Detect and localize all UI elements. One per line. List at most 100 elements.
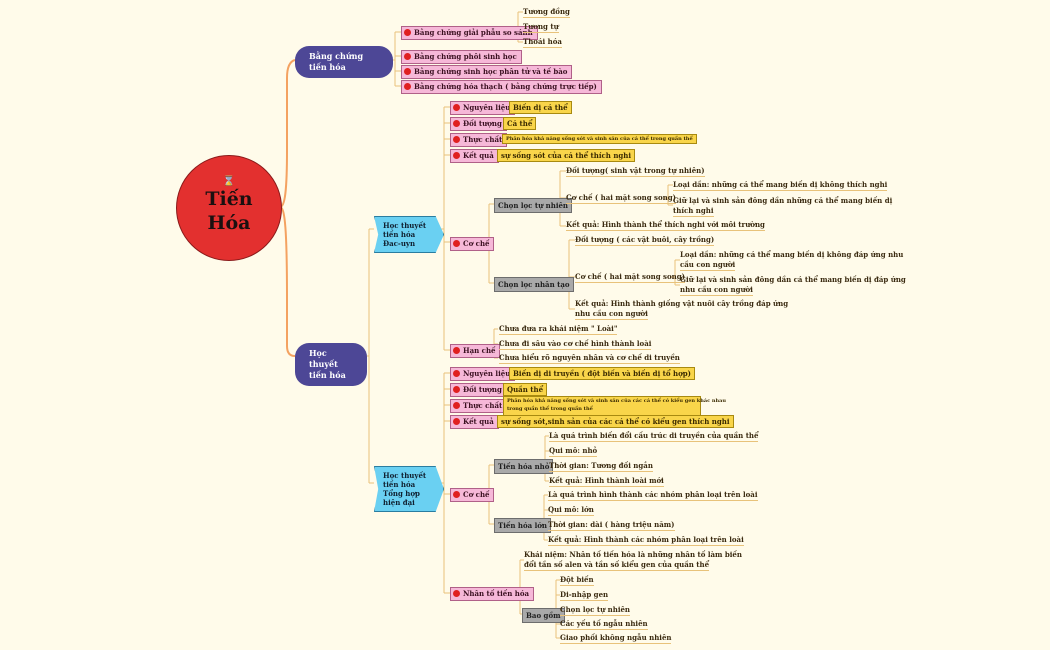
micro-definition[interactable]: Là quá trình biến đổi cấu trúc di truyền…	[549, 431, 759, 442]
macro-result[interactable]: Kết quả: Hình thành các nhóm phân loại t…	[548, 535, 744, 546]
microevolution-node[interactable]: Tiến hóa nhỏ	[494, 459, 554, 474]
bullet-icon	[453, 136, 460, 143]
bullet-icon	[453, 590, 460, 597]
modern-result[interactable]: Kết quả	[450, 415, 499, 429]
macro-scale[interactable]: Qui mô: lớn	[548, 505, 594, 516]
bullet-icon	[453, 386, 460, 393]
darwin-essence-value[interactable]: Phân hóa khả năng sống sót và sinh sản c…	[502, 134, 697, 144]
modern-mechanism[interactable]: Cơ chế	[450, 488, 495, 502]
evidence-molecular[interactable]: Bằng chứng sinh học phân tử và tế bào	[401, 65, 573, 79]
darwin-raw-material[interactable]: Nguyên liệu	[450, 101, 516, 115]
factor-natural-selection[interactable]: Chọn lọc tự nhiên	[560, 605, 631, 616]
natural-mech-retain-line2[interactable]: thích nghi	[673, 206, 714, 217]
darwin-essence-label: Thực chất	[463, 135, 503, 144]
modern-raw-material[interactable]: Nguyên liệu	[450, 367, 516, 381]
evidence-embryo-label: Bằng chứng phôi sinh học	[414, 52, 517, 61]
artificial-mech-eliminate-line1[interactable]: Loại dần: những cá thể mang biến dị khôn…	[680, 250, 904, 259]
darwin-object-value[interactable]: Cá thể	[503, 117, 537, 130]
limitation-species[interactable]: Chưa đưa ra khái niệm " Loài"	[499, 324, 618, 335]
artificial-mech-eliminate-line2[interactable]: cầu con người	[680, 260, 736, 271]
bullet-icon	[404, 68, 411, 75]
modern-essence-label: Thực chất	[463, 401, 503, 410]
darwin-theory-node[interactable]: Học thuyết tiến hóa Đac-uyn	[374, 216, 444, 253]
artificial-object[interactable]: Đối tượng ( các vật buôi, cây trồng)	[575, 235, 715, 246]
factors-include-node[interactable]: Bao gồm	[522, 608, 565, 623]
bullet-icon	[453, 120, 460, 127]
darwin-theory-label: Học thuyết tiến hóa Đac-uyn	[383, 221, 427, 248]
micro-result[interactable]: Kết quả: Hình thành loài mới	[549, 476, 664, 487]
micro-scale[interactable]: Qui mô: nhỏ	[549, 446, 598, 457]
darwin-raw-material-value[interactable]: Biến dị cá thể	[509, 101, 572, 114]
natural-object[interactable]: Đối tượng( sinh vật trong tự nhiên)	[566, 166, 705, 177]
natural-mech-eliminate[interactable]: Loại dần: những cá thể mang biến dị khôn…	[673, 180, 888, 191]
modern-theory-node[interactable]: Học thuyết tiến hóa Tổng hợp hiện đại	[374, 466, 444, 512]
micro-time[interactable]: Thời gian: Tương đối ngắn	[549, 461, 653, 472]
evidence-fossil[interactable]: Bằng chứng hóa thạch ( bằng chứng trực t…	[401, 80, 602, 94]
natural-mechanism[interactable]: Cơ chế ( hai mặt song song)	[566, 193, 676, 204]
bullet-icon	[453, 418, 460, 425]
macro-time[interactable]: Thời gian: dài ( hàng triệu năm)	[548, 520, 675, 531]
limitation-speciation[interactable]: Chưa đi sâu vào cơ chế hình thành loài	[499, 339, 652, 350]
modern-object-label: Đối tượng	[463, 385, 502, 394]
branch-evidence-label: Bằng chứng tiến hóa	[309, 51, 364, 72]
bullet-icon	[404, 83, 411, 90]
branch-theory[interactable]: Học thuyết tiến hóa	[295, 343, 367, 386]
modern-essence[interactable]: Thực chất	[450, 399, 508, 413]
evolution-factors-label: Nhân tố tiến hóa	[463, 589, 530, 598]
limitation-heredity[interactable]: Chưa hiểu rõ nguyên nhân và cơ chế di tr…	[499, 353, 680, 364]
darwin-raw-material-label: Nguyên liệu	[463, 103, 511, 112]
darwin-object[interactable]: Đối tượng	[450, 117, 507, 131]
factor-random-drift[interactable]: Các yếu tố ngẫu nhiên	[560, 619, 648, 630]
darwin-result[interactable]: Kết quả	[450, 149, 499, 163]
darwin-result-label: Kết quả	[463, 151, 494, 160]
bullet-icon	[453, 370, 460, 377]
modern-result-label: Kết quả	[463, 417, 494, 426]
root-node[interactable]: ⌛ Tiến Hóa	[176, 155, 282, 261]
bullet-icon	[404, 29, 411, 36]
modern-raw-material-value[interactable]: Biến dị di truyền ( đột biến và biến dị …	[509, 367, 695, 380]
artificial-result-line2[interactable]: nhu cầu con người	[575, 309, 648, 320]
evidence-embryo[interactable]: Bằng chứng phôi sinh học	[401, 50, 522, 64]
bullet-icon	[453, 402, 460, 409]
artificial-mech-retain-line2[interactable]: nhu cầu con người	[680, 285, 753, 296]
factors-concept-line2[interactable]: đổi tần số alen và tần số kiểu gen của q…	[524, 560, 710, 571]
darwin-result-value[interactable]: sự sống sót của cá thể thích nghi	[497, 149, 636, 162]
artificial-result-line1[interactable]: Kết quả: Hình thành giống vật nuôi cây t…	[575, 299, 789, 308]
modern-object[interactable]: Đối tượng	[450, 383, 507, 397]
evidence-anatomy[interactable]: Bằng chứng giải phẫu so sánh	[401, 26, 538, 40]
bullet-icon	[453, 152, 460, 159]
root-title: Tiến Hóa	[205, 188, 253, 234]
evidence-fossil-label: Bằng chứng hóa thạch ( bằng chứng trực t…	[414, 82, 597, 91]
modern-object-value[interactable]: Quần thể	[503, 383, 548, 396]
bullet-icon	[404, 53, 411, 60]
macroevolution-node[interactable]: Tiến hóa lớn	[494, 518, 551, 533]
natural-mech-retain-line1[interactable]: Giữ lại và sinh sản đông dần những cá th…	[673, 196, 893, 205]
evidence-anatomy-label: Bằng chứng giải phẫu so sánh	[414, 28, 533, 37]
evidence-molecular-label: Bằng chứng sinh học phân tử và tế bào	[414, 67, 568, 76]
modern-mechanism-label: Cơ chế	[463, 490, 490, 499]
darwin-essence[interactable]: Thực chất	[450, 133, 508, 147]
darwin-limitations[interactable]: Hạn chế	[450, 344, 501, 358]
bullet-icon	[453, 104, 460, 111]
darwin-mechanism[interactable]: Cơ chế	[450, 237, 495, 251]
modern-essence-value[interactable]: Phân hóa khả năng sống sót và sinh sản c…	[503, 396, 726, 416]
anatomy-vestigial[interactable]: Thoái hóa	[523, 37, 562, 48]
branch-evidence[interactable]: Bằng chứng tiến hóa	[295, 46, 393, 78]
darwin-mechanism-label: Cơ chế	[463, 239, 490, 248]
anatomy-homologous[interactable]: Tương đồng	[523, 7, 570, 18]
factor-mutation[interactable]: Đột biến	[560, 575, 594, 586]
bullet-icon	[453, 347, 460, 354]
factor-nonrandom-mating[interactable]: Giao phối không ngẫu nhiên	[560, 633, 672, 644]
factors-concept-line1[interactable]: Khái niệm: Nhân tố tiến hóa là những nhâ…	[524, 550, 742, 559]
factor-gene-flow[interactable]: Di-nhập gen	[560, 590, 609, 601]
artificial-mech-retain-line1[interactable]: Giữ lại và sinh sản đông dần cá thể mang…	[680, 275, 906, 284]
natural-result[interactable]: Kết quả: Hình thành thể thích nghi với m…	[566, 220, 765, 231]
artificial-selection-node[interactable]: Chọn lọc nhân tạo	[494, 277, 574, 292]
darwin-limitations-label: Hạn chế	[463, 346, 496, 355]
natural-selection-node[interactable]: Chọn lọc tự nhiên	[494, 198, 573, 213]
modern-result-value[interactable]: sự sống sót,sinh sản của các cá thể có k…	[497, 415, 734, 428]
macro-definition[interactable]: Là quá trình hình thành các nhóm phân lo…	[548, 490, 758, 501]
evolution-factors[interactable]: Nhân tố tiến hóa	[450, 587, 535, 601]
anatomy-analogous[interactable]: Tương tự	[523, 22, 559, 33]
artificial-mechanism[interactable]: Cơ chế ( hai mặt song song)	[575, 272, 685, 283]
